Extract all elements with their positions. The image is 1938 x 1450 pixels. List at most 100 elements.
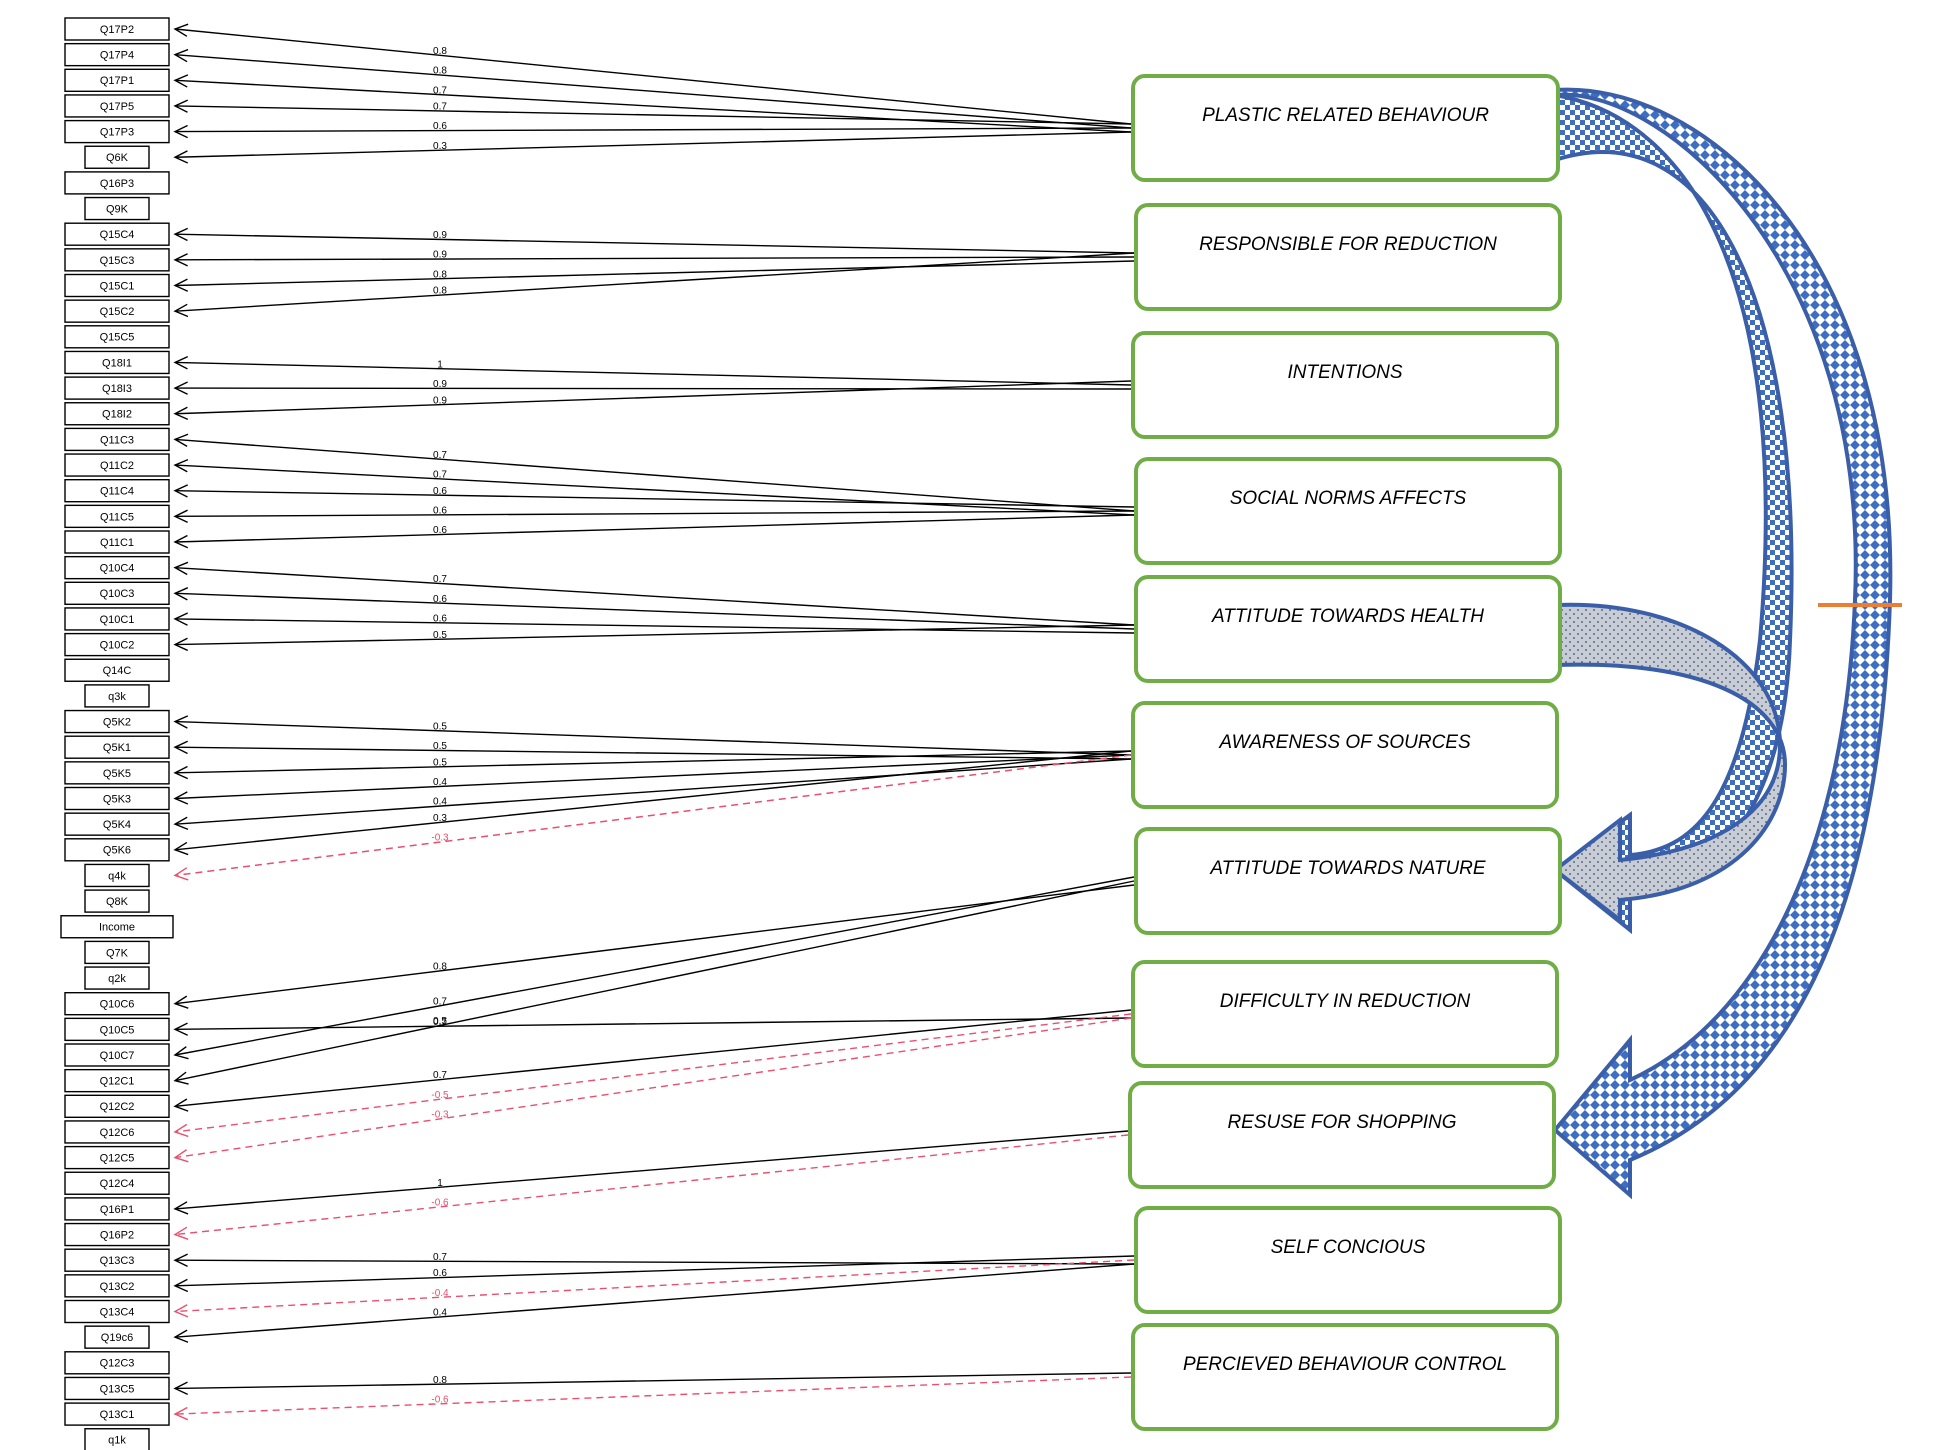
loading-value-prb-q17p1: 0.7 (433, 85, 447, 96)
loading-edge-aos-q5k1 (174, 746, 1132, 760)
item-label-q15c2: Q15C2 (100, 306, 135, 318)
item-label-q17p3: Q17P3 (100, 127, 134, 139)
item-label-q10c3: Q10C3 (100, 588, 135, 600)
loading-value-atn-q10c6: 0.8 (433, 962, 447, 973)
loading-arrowhead-q5k5 (173, 765, 189, 780)
loading-edge-atn-q10c6 (174, 884, 1135, 1005)
factor-label-ath: ATTITUDE TOWARDS HEALTH (1211, 606, 1484, 627)
item-label-q10c2: Q10C2 (100, 640, 135, 652)
loading-edge-prb-q17p1 (174, 79, 1132, 133)
loading-arrowhead-q17p2 (173, 23, 189, 37)
loading-arrowhead-q10c6 (173, 995, 189, 1009)
item-box-q17p5 (64, 94, 170, 118)
item-label-q10c6: Q10C6 (100, 999, 135, 1011)
item-label-q13c2: Q13C2 (100, 1281, 135, 1293)
loading-arrowhead-q16p1 (173, 1201, 189, 1215)
factor-box-rfs (1128, 1081, 1556, 1189)
loading-edge-sna-q11c5 (174, 510, 1135, 518)
factor-box-prb (1131, 74, 1560, 182)
item-label-q4k: q4k (108, 870, 126, 882)
loading-value-ath-q10c3: 0.6 (433, 594, 447, 605)
item-box-q12c6 (64, 1120, 170, 1144)
item-box-q6k (84, 145, 150, 169)
loading-arrowhead-q6k (173, 150, 189, 164)
item-box-q17p3 (64, 119, 170, 144)
observed-items: Q17P2Q17P4Q17P1Q17P5Q17P3Q6KQ16P3Q9KQ15C… (60, 17, 174, 1450)
loading-value-rfr-q15c1: 0.8 (433, 269, 447, 280)
item-box-q5k6 (64, 838, 170, 862)
item-label-q10c7: Q10C7 (100, 1050, 135, 1062)
loading-value-atn-q10c7: 0.7 (433, 996, 447, 1007)
item-label-q7k: Q7K (106, 947, 129, 959)
item-label-q5k5: Q5K5 (103, 768, 131, 780)
item-box-q10c2 (64, 632, 170, 657)
loading-edge-ath-q10c1 (174, 618, 1135, 634)
item-label-q9k: Q9K (106, 203, 129, 215)
item-label-q15c1: Q15C1 (100, 280, 135, 292)
item-box-q16p3 (64, 171, 170, 195)
loading-value-sna-q11c5: 0.6 (433, 506, 447, 517)
item-label-q11c5: Q11C5 (100, 511, 134, 523)
loading-value-dir-q12c5: -0.3 (431, 1110, 449, 1121)
loading-value-sna-q11c1: 0.6 (433, 525, 447, 536)
loading-arrowhead-q12c1 (173, 1071, 189, 1085)
loading-edge-prb-q6k (174, 131, 1132, 158)
loading-edge-sna-q11c4 (174, 490, 1135, 508)
loading-value-prb-q17p2: 0.8 (433, 46, 447, 57)
item-label-q11c3: Q11C3 (100, 434, 134, 446)
loading-edge-ath-q10c3 (174, 592, 1135, 630)
factor-box-atn (1134, 827, 1562, 935)
loading-arrowhead-q18i2 (173, 406, 189, 421)
loading-edge-aos-q5k3 (174, 754, 1132, 800)
item-box-q2k (84, 966, 150, 990)
item-label-q13c5: Q13C5 (100, 1383, 135, 1395)
loading-arrowhead-q15c3 (173, 253, 188, 267)
loading-value-aos-q5k3: 0.4 (433, 777, 447, 788)
item-label-q5k6: Q5K6 (103, 845, 131, 857)
loading-arrowhead-q13c5 (173, 1381, 188, 1395)
item-label-q5k1: Q5K1 (103, 742, 131, 754)
item-label-q18i1: Q18I1 (102, 357, 132, 369)
loading-arrowhead-q15c2 (173, 303, 189, 318)
loading-edge-dir-q12c6 (174, 1013, 1132, 1133)
item-label-q19c6: Q19c6 (101, 1332, 133, 1344)
loading-arrowhead-q15c1 (173, 278, 189, 292)
item-label-q1k: q1k (108, 1435, 126, 1447)
item-label-q12c5: Q12C5 (100, 1153, 135, 1165)
loading-edge-aos-q4k (174, 754, 1132, 877)
item-box-q9k (84, 196, 150, 221)
loading-edge-sna-q11c1 (174, 514, 1135, 543)
loading-edge-rfs-q16p1 (174, 1130, 1129, 1210)
item-box-q8k (84, 889, 150, 913)
item-box-q16p2 (64, 1222, 170, 1247)
relation-arrow-behaviour-to-reuse (1552, 87, 1893, 1200)
item-label-q10c5: Q10C5 (100, 1024, 135, 1036)
loading-arrowhead-q5k4 (173, 816, 189, 831)
loading-arrowhead-q13c1 (173, 1406, 189, 1421)
item-label-q5k4: Q5K4 (103, 819, 131, 831)
item-label-q13c3: Q13C3 (100, 1255, 135, 1267)
item-label-q13c4: Q13C4 (100, 1306, 135, 1318)
item-box-q15c5 (64, 325, 170, 349)
factor-label-sc: SELF CONCIOUS (1271, 1237, 1426, 1258)
factor-label-rfr: RESPONSIBLE FOR REDUCTION (1199, 234, 1497, 255)
item-box-q1k (84, 1428, 150, 1450)
item-box-q12c2 (64, 1094, 170, 1119)
item-box-income (60, 915, 174, 939)
factor-label-rfs: RESUSE FOR SHOPPING (1227, 1112, 1456, 1133)
item-label-q11c2: Q11C2 (100, 460, 134, 472)
item-box-q18i1 (64, 350, 170, 375)
factor-box-sna (1134, 457, 1562, 565)
loading-arrowhead-q10c1 (173, 612, 188, 626)
item-box-q12c5 (64, 1145, 170, 1170)
loading-value-dir-q12c2: 0.7 (433, 1070, 447, 1081)
loading-value-pbc-q13c5: 0.8 (433, 1375, 447, 1386)
loading-edge-ath-q10c2 (174, 624, 1135, 646)
loading-value-int-q18i2: 0.9 (433, 395, 447, 406)
factor-label-pbc: PERCIEVED BEHAVIOUR CONTROL (1183, 1354, 1507, 1375)
loading-edge-pbc-q13c1 (174, 1376, 1132, 1415)
loading-arrowhead-q11c2 (173, 458, 189, 473)
item-label-q16p3: Q16P3 (100, 178, 134, 190)
item-label-q5k2: Q5K2 (103, 716, 131, 728)
loading-arrowhead-q17p3 (173, 124, 188, 139)
